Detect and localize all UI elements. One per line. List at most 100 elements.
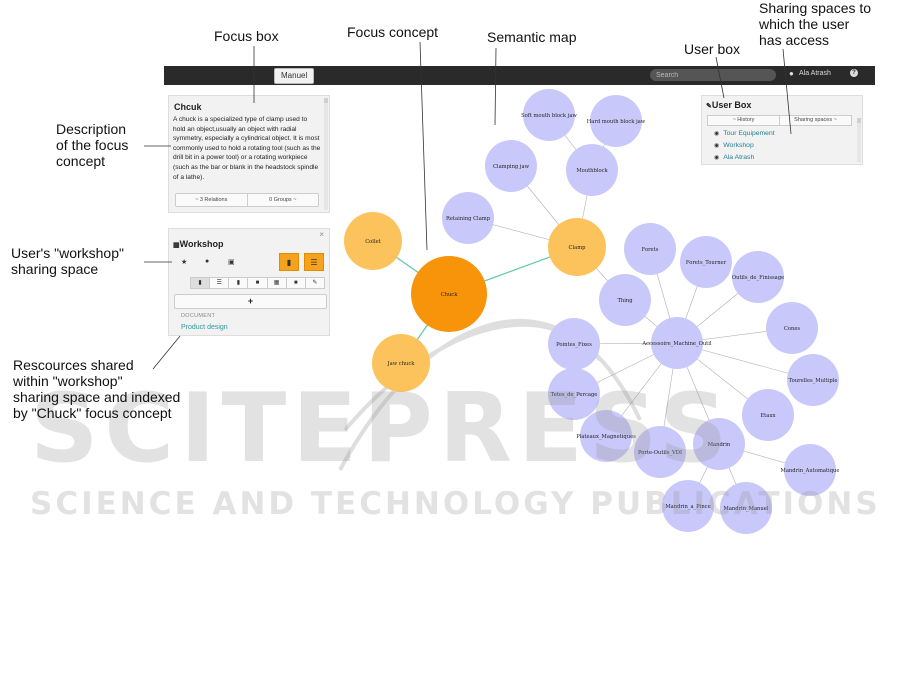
menu-icon: ☰ <box>310 258 318 267</box>
graph-node-circle[interactable] <box>651 317 703 369</box>
calendar-icon[interactable]: ▦ <box>266 277 287 289</box>
graph-node-circle[interactable] <box>787 354 839 406</box>
graph-node-circle[interactable] <box>485 140 537 192</box>
user-box-scrollbar[interactable] <box>857 118 861 162</box>
graph-node-circle[interactable] <box>548 318 600 370</box>
graph-node-foretstourner[interactable]: Forets_Tourner <box>680 236 732 288</box>
graph-node-mandrinpince[interactable]: Mandrin_a_Pince <box>662 480 714 532</box>
graph-node-circle[interactable] <box>548 368 600 420</box>
graph-node-collet[interactable]: Collet <box>344 212 402 270</box>
graph-node-circle[interactable] <box>372 334 430 392</box>
bookmark-icon[interactable]: ▮ <box>228 277 249 289</box>
graph-node-etaux[interactable]: Etaux <box>742 389 794 441</box>
graph-node-forets[interactable]: Forets <box>624 223 676 275</box>
document-link[interactable]: Product design <box>181 324 228 331</box>
comment-icon[interactable]: ■ <box>247 277 268 289</box>
graph-node-circle[interactable] <box>680 236 732 288</box>
graph-node-circle[interactable] <box>442 192 494 244</box>
graph-node-thing[interactable]: Thing <box>599 274 651 326</box>
resource-type-toolbar: ▮ ☰ ▮ ■ ▦ ■ ✎ <box>190 277 325 289</box>
graph-node-clampingjaw[interactable]: Clamping jaw <box>485 140 537 192</box>
search-input[interactable] <box>650 69 776 81</box>
graph-node-circle[interactable] <box>742 389 794 441</box>
sharing-space-item[interactable]: ◉Tour Equipement <box>714 130 775 137</box>
annotation-focus-concept: Focus concept <box>347 24 439 40</box>
focus-box-scrollbar[interactable] <box>324 98 328 210</box>
workshop-title: ▦Workshop <box>173 239 224 249</box>
star-icon[interactable]: ★ <box>181 259 188 266</box>
graph-node-circle[interactable] <box>599 274 651 326</box>
file-button[interactable]: ▮ <box>279 253 299 271</box>
menu-button[interactable]: ☰ <box>304 253 324 271</box>
graph-node-jawchuck[interactable]: Jaw chuck <box>372 334 430 392</box>
graph-node-circle[interactable] <box>766 302 818 354</box>
eye-icon: ◉ <box>714 155 720 161</box>
graph-node-label: Pointes_Fixes <box>556 342 592 348</box>
graph-node-hardmouthblock[interactable]: Hard mouth block jaw <box>587 95 646 147</box>
graph-node-pointesfixes[interactable]: Pointes_Fixes <box>548 318 600 370</box>
annotation-focus-box: Focus box <box>214 28 279 44</box>
focus-concept-title: Chcuk <box>174 102 202 112</box>
user-box-title: ✎User Box <box>706 100 752 110</box>
manual-button[interactable]: Manuel <box>274 68 315 84</box>
user-name[interactable]: Ala Atrash <box>799 70 831 77</box>
graph-node-circle[interactable] <box>693 418 745 470</box>
pencil-icon[interactable]: ✎ <box>304 277 325 289</box>
graph-node-label: Mouthblock <box>576 168 608 174</box>
graph-node-circle[interactable] <box>580 410 632 462</box>
file-icon[interactable]: ▮ <box>190 277 211 289</box>
graph-node-mouthblock[interactable]: Mouthblock <box>566 144 618 196</box>
sharing-space-item[interactable]: ◉Workshop <box>714 142 754 149</box>
graph-node-plateaux[interactable]: Plateaux_Magnetiques <box>576 410 636 462</box>
graph-node-softmouthblock[interactable]: Soft mouth block jaw <box>521 89 577 141</box>
relations-button[interactable]: ~ 3 Relations <box>195 197 228 203</box>
user-icon[interactable]: ● <box>789 69 794 78</box>
add-resource-button[interactable]: + <box>174 294 327 309</box>
help-icon[interactable]: ? <box>850 69 858 77</box>
graph-node-label: Tourelles_Multiple <box>789 378 838 384</box>
tab-history[interactable]: ~ History <box>707 115 780 126</box>
graph-node-retainingclamp[interactable]: Retaining Clamp <box>442 192 494 244</box>
graph-node-clamp[interactable]: Clamp <box>548 218 606 276</box>
graph-node-cones[interactable]: Cones <box>766 302 818 354</box>
graph-node-tourelles[interactable]: Tourelles_Multiple <box>787 354 839 406</box>
graph-node-label: Clamping jaw <box>493 164 530 170</box>
graph-node-portesoutils[interactable]: Porte-Outils_VDI <box>634 426 686 478</box>
graph-node-circle[interactable] <box>720 482 772 534</box>
groups-button[interactable]: 0 Groups ~ <box>246 194 319 206</box>
graph-node-circle[interactable] <box>548 218 606 276</box>
graph-node-circle[interactable] <box>344 212 402 270</box>
graph-node-circle[interactable] <box>590 95 642 147</box>
book-icon[interactable]: ■ <box>285 277 306 289</box>
graph-node-circle[interactable] <box>784 444 836 496</box>
graph-node-label: Jaw chuck <box>387 361 416 367</box>
tab-sharing-spaces[interactable]: Sharing spaces ~ <box>780 115 852 126</box>
list-icon[interactable]: ☰ <box>209 277 230 289</box>
graph-node-tetesperage[interactable]: Tetes_de_Percage <box>548 368 600 420</box>
sharing-space-item[interactable]: ◉Ala Atrash <box>714 154 755 161</box>
eye-icon: ◉ <box>714 143 720 149</box>
graph-node-mandrinauto[interactable]: Mandrin_Automatique <box>781 444 840 496</box>
graph-node-mandrin[interactable]: Mandrin <box>693 418 745 470</box>
graph-node-circle[interactable] <box>523 89 575 141</box>
graph-node-accessoire[interactable]: Accessoire_Machine_Outil <box>641 317 712 369</box>
graph-node-circle[interactable] <box>624 223 676 275</box>
graph-node-circle[interactable] <box>662 480 714 532</box>
graph-node-mandrinmanuel[interactable]: Mandrin_Manuel <box>720 482 772 534</box>
graph-node-circle[interactable] <box>732 251 784 303</box>
graph-node-label: Mandrin_a_Pince <box>665 504 710 510</box>
user-icon[interactable]: ● <box>205 258 210 265</box>
graph-node-label: Mandrin <box>708 442 731 448</box>
graph-node-label: Soft mouth block jaw <box>521 113 577 119</box>
close-icon[interactable]: × <box>319 230 324 239</box>
trash-icon[interactable]: ▣ <box>228 259 235 266</box>
graph-node-circle[interactable] <box>411 256 487 332</box>
graph-node-label: Cones <box>784 326 801 332</box>
graph-node-outilsfinish[interactable]: Outils_de_Finissage <box>732 251 784 303</box>
graph-node-circle[interactable] <box>634 426 686 478</box>
graph-node-label: Porte-Outils_VDI <box>638 450 682 456</box>
graph-node-circle[interactable] <box>566 144 618 196</box>
graph-node-chuck[interactable]: Chuck <box>411 256 487 332</box>
